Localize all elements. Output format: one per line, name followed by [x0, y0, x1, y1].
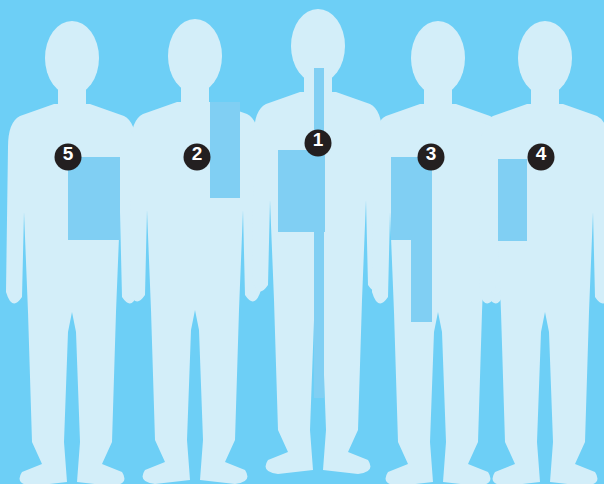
callout-circle: 1 [304, 129, 332, 157]
highlight-area [210, 102, 240, 198]
person-silhouette [252, 9, 384, 474]
callout-number: 4 [527, 143, 555, 171]
callout-circle: 4 [527, 143, 555, 171]
callout-number: 2 [183, 143, 211, 171]
highlight-area [68, 157, 120, 240]
callout-number: 5 [54, 143, 82, 171]
callout-number: 3 [417, 143, 445, 171]
person-silhouette [6, 21, 138, 484]
highlight-area [314, 68, 324, 398]
highlight-area [498, 159, 527, 241]
callout-circle: 5 [54, 143, 82, 171]
callout-circle: 3 [417, 143, 445, 171]
callout-number: 1 [304, 129, 332, 157]
callout-circle: 2 [183, 143, 211, 171]
highlight-area [411, 240, 432, 322]
person-silhouette [129, 19, 261, 484]
person-silhouette [479, 21, 604, 484]
